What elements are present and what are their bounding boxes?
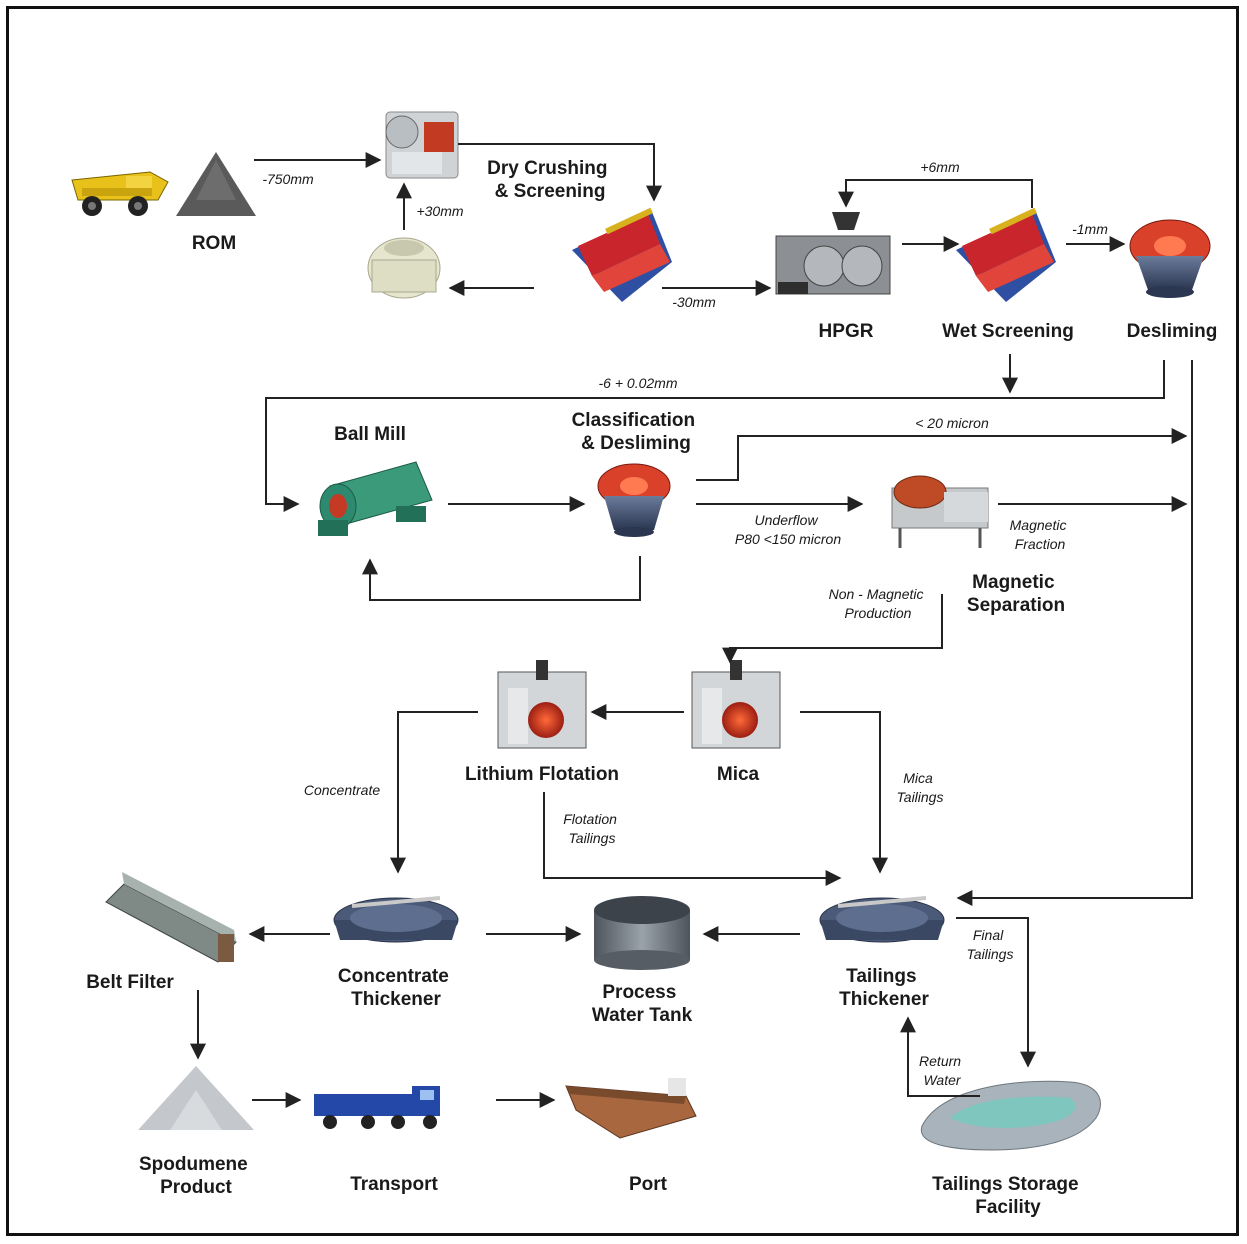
- note-return-water: Return Water: [919, 1053, 965, 1088]
- note-concentrate: Concentrate: [304, 782, 380, 798]
- note-non-magnetic: Non - Magnetic Production: [829, 586, 928, 621]
- note-magnetic-fraction: Magnetic Fraction: [1010, 517, 1071, 552]
- wet-vibrating-screen-icon: [956, 207, 1056, 302]
- label-spodumene-product: Spodumene Product: [139, 1154, 253, 1198]
- hydrocyclone-cluster-icon: [1129, 219, 1211, 298]
- process-water-tank-icon: [594, 896, 690, 970]
- flow-desliming-slimes-down: [956, 360, 1193, 906]
- jaw-crusher-icon: [385, 111, 459, 179]
- cone-crusher-icon: [367, 237, 441, 299]
- label-hpgr: HPGR: [819, 321, 874, 342]
- flow-tailings-thickener-to-tsf: [956, 917, 1036, 1068]
- note-plus-30mm: +30mm: [416, 203, 463, 219]
- note-minus-30mm: -30mm: [672, 294, 716, 310]
- note-final-tailings: Final Tailings: [967, 927, 1014, 962]
- dry-vibrating-screen-icon: [572, 207, 672, 302]
- flow-return-water: [900, 1016, 980, 1097]
- label-port: Port: [629, 1174, 668, 1195]
- label-tailings-thickener: Tailings Thickener: [839, 966, 929, 1010]
- note-minus-750mm: -750mm: [262, 171, 314, 187]
- label-classification: Classification & Desliming: [572, 410, 701, 454]
- flow-flotation-concentrate: [390, 711, 478, 874]
- tailings-storage-facility-icon: [920, 1080, 1101, 1151]
- flow-classification-recycle: [362, 556, 641, 601]
- label-ball-mill: Ball Mill: [334, 424, 406, 445]
- label-wet-screening: Wet Screening: [942, 321, 1074, 342]
- label-rom: ROM: [192, 233, 236, 254]
- label-concentrate-thickener: Concentrate Thickener: [338, 966, 454, 1010]
- lithium-flotation-cell-icon: [497, 660, 587, 749]
- label-magnetic-separation: Magnetic Separation: [967, 572, 1065, 616]
- note-lt-20-micron: < 20 micron: [915, 415, 989, 431]
- note-underflow: Underflow P80 <150 micron: [735, 512, 841, 547]
- label-lithium-flotation: Lithium Flotation: [465, 764, 619, 785]
- flow-wet-screen-oversize-to-hpgr: [838, 179, 1033, 208]
- tailings-thickener-icon: [819, 896, 945, 943]
- label-tailings-storage-facility: Tailings Storage Facility: [932, 1174, 1084, 1218]
- magnetic-separator-icon: [891, 475, 989, 548]
- haul-truck-icon: [71, 171, 169, 216]
- note-flotation-tailings: Flotation Tailings: [563, 811, 621, 846]
- hpgr-icon: [775, 212, 891, 295]
- note-mica-tailings: Mica Tailings: [897, 770, 944, 805]
- label-mica: Mica: [717, 764, 760, 785]
- label-dry-crushing: Dry Crushing & Screening: [487, 158, 613, 202]
- label-desliming: Desliming: [1127, 321, 1218, 342]
- flow-classification-fines: [696, 428, 1188, 481]
- flow-magnetic-to-mica: [722, 594, 943, 664]
- flow-desliming-to-ball-mill: [265, 360, 1165, 512]
- flow-flotation-tailings: [543, 792, 842, 886]
- rom-stockpile-icon: [176, 152, 256, 216]
- label-process-water-tank: Process Water Tank: [592, 982, 693, 1026]
- label-transport: Transport: [350, 1174, 438, 1195]
- label-belt-filter: Belt Filter: [86, 972, 174, 993]
- ball-mill-icon: [318, 461, 433, 536]
- flow-crusher-to-dry-screen: [458, 143, 662, 202]
- note-minus6-plus002mm: -6 + 0.02mm: [599, 375, 678, 391]
- flow-mica-tailings: [800, 711, 888, 874]
- bulk-carrier-ship-icon: [565, 1078, 697, 1139]
- note-minus-1mm: -1mm: [1072, 221, 1108, 237]
- spodumene-pile-icon: [138, 1066, 254, 1130]
- concentrate-thickener-icon: [333, 896, 459, 943]
- classification-hydrocyclone-icon: [597, 463, 671, 537]
- road-train-icon: [314, 1086, 440, 1129]
- mica-flotation-cell-icon: [691, 660, 781, 749]
- belt-filter-icon: [105, 872, 237, 963]
- note-plus-6mm: +6mm: [920, 159, 960, 175]
